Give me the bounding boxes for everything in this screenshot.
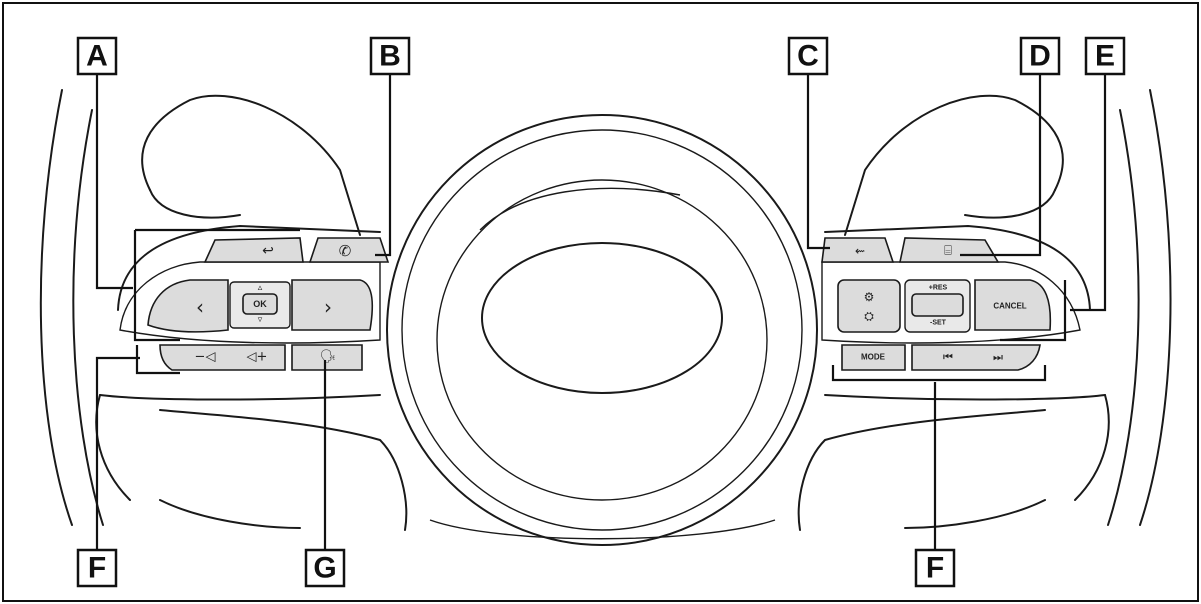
up-icon: ▵: [258, 283, 263, 293]
back-button[interactable]: [203, 237, 304, 263]
ok-label: OK: [253, 299, 267, 309]
prev-track-icon: ⏮: [943, 351, 953, 364]
phone-button[interactable]: [308, 237, 390, 263]
callout-A: A: [76, 36, 118, 76]
left-switch-panel: ↩ ✆ ‹ › OK ▵ ▿ −◁ ◁+ 🗣: [119, 237, 390, 371]
callout-C: C: [787, 36, 829, 76]
leader-lines: [95, 72, 1107, 550]
cancel-label: CANCEL: [993, 302, 1026, 311]
distance-icon: ⌸: [944, 244, 952, 259]
mode-label: MODE: [861, 353, 886, 362]
label-G: G: [313, 552, 336, 585]
callout-B: B: [369, 36, 411, 76]
lane-icon: ⇜: [855, 244, 865, 258]
label-B: B: [379, 40, 401, 73]
voice-icon: 🗣: [320, 350, 337, 365]
label-D: D: [1029, 40, 1051, 73]
wheel-spokes: [95, 94, 1110, 531]
left-arrow-button[interactable]: [147, 279, 229, 333]
mode-button[interactable]: [841, 344, 906, 371]
callout-F-left: F: [76, 548, 118, 588]
cruise-icon: ⚙: [864, 290, 875, 304]
right-arrow-button[interactable]: [291, 279, 374, 331]
callout-E: E: [1084, 36, 1126, 76]
label-A: A: [86, 40, 108, 73]
cruise-main-button[interactable]: [837, 279, 901, 333]
track-buttons[interactable]: [911, 344, 1041, 371]
back-icon: ↩: [262, 243, 274, 259]
right-switch-panel: ⇜ ⌸ ⚙ ⛭ +RES -SET CANCEL MODE ⏮ ⏭: [821, 237, 1081, 371]
phone-icon: ✆: [339, 242, 352, 260]
label-C: C: [797, 40, 819, 73]
volume-up-icon: ◁+: [247, 350, 268, 365]
set-label: -SET: [930, 320, 947, 327]
callout-G: G: [304, 548, 346, 588]
radar-cruise-icon: ⛭: [864, 309, 874, 323]
cancel-button[interactable]: [974, 279, 1052, 331]
callout-F-right: F: [914, 548, 956, 588]
label-F-right: F: [926, 552, 944, 585]
down-icon: ▿: [258, 315, 263, 325]
talk-button[interactable]: [291, 344, 363, 371]
volume-down-icon: −◁: [195, 350, 216, 365]
volume-buttons[interactable]: [159, 344, 286, 371]
callout-D: D: [1019, 36, 1061, 76]
lane-assist-button[interactable]: [821, 237, 895, 263]
chevron-right-icon: ›: [324, 295, 332, 319]
ok-button[interactable]: [242, 293, 278, 315]
center-hub: [386, 114, 818, 546]
next-track-icon: ⏭: [993, 351, 1003, 364]
label-F-left: F: [88, 552, 106, 585]
chevron-left-icon: ‹: [196, 295, 204, 319]
res-set-lever[interactable]: [911, 293, 964, 317]
res-label: +RES: [929, 285, 948, 292]
steering-wheel-rim: [39, 89, 1172, 526]
label-E: E: [1095, 40, 1115, 73]
